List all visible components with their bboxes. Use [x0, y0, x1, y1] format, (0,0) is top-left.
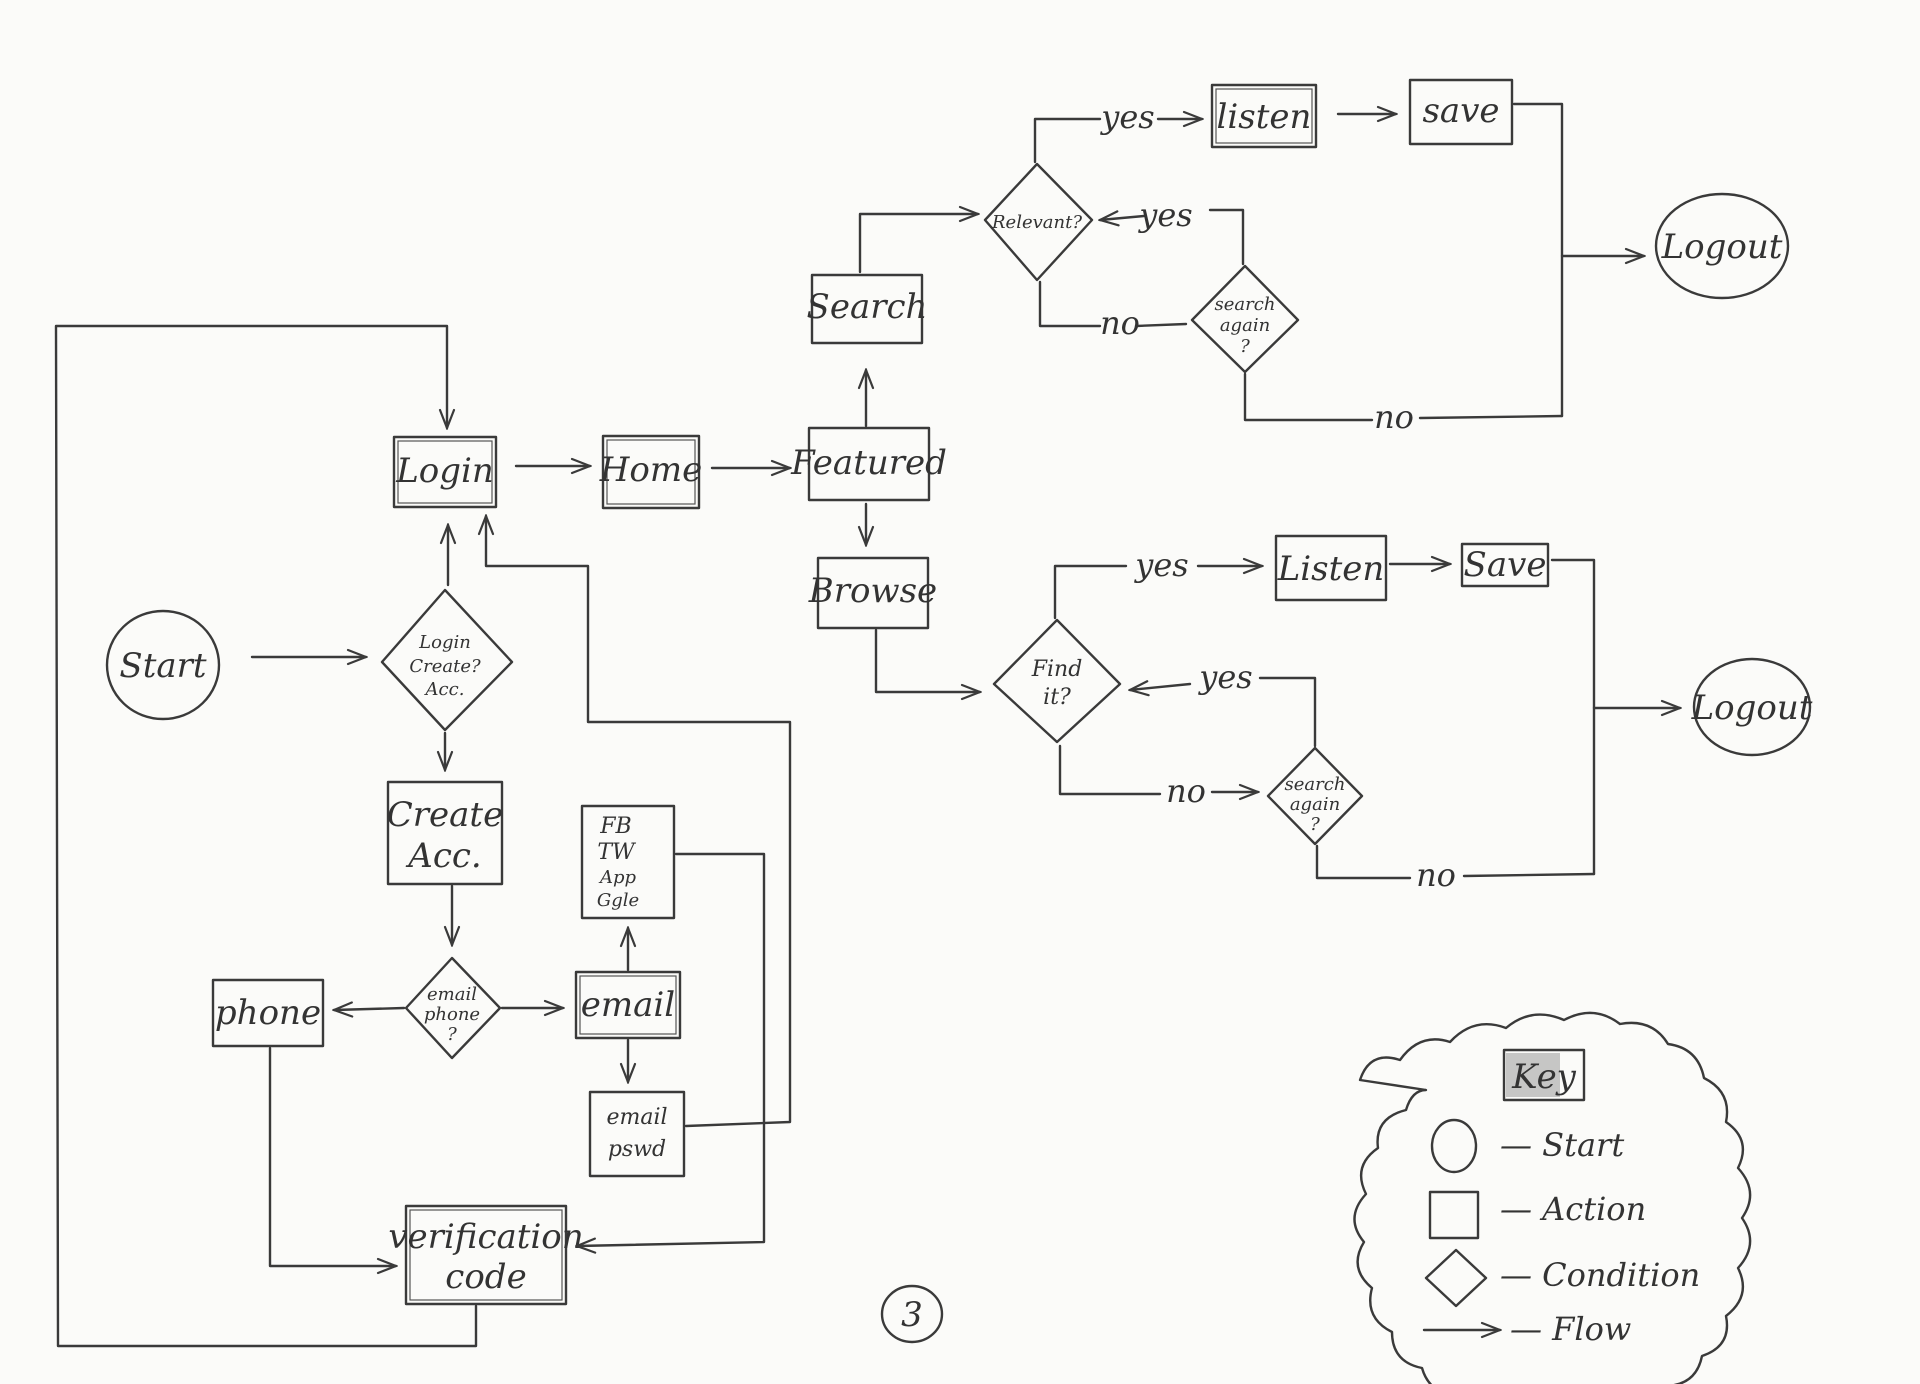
login-create-line2: Create? [409, 656, 481, 677]
logout-top-label: Logout [1661, 227, 1783, 267]
legend-circle-icon [1430, 1118, 1478, 1174]
label-no-bottom: no [1166, 772, 1206, 810]
login-node: Login [392, 435, 498, 509]
legend-condition-label: — Condition [1500, 1256, 1700, 1294]
label-no-top: no [1100, 304, 1140, 342]
create-acc-line1: Create [387, 795, 503, 835]
legend-diamond-icon [1424, 1248, 1488, 1308]
search-again-top-line1: search [1215, 294, 1276, 315]
legend-title: Key [1511, 1057, 1577, 1097]
phone-node: phone [211, 978, 325, 1048]
email-label: email [581, 985, 675, 1025]
legend-title-shade [1506, 1053, 1560, 1097]
social-fb: FB [599, 814, 631, 839]
search-again-top-line2: again [1220, 315, 1270, 336]
search-label: Search [807, 287, 928, 327]
create-acc-line2: Acc. [405, 836, 481, 876]
find-it-line2: it? [1043, 685, 1071, 710]
social-ggle: Ggle [597, 890, 639, 911]
flow-edges [54, 102, 1680, 1348]
listen-top-node: listen [1210, 83, 1318, 149]
social-login-node: FB TW App Ggle [580, 804, 676, 920]
verification-code-node: verification code [388, 1204, 584, 1306]
page-number-label: 3 [901, 1295, 923, 1335]
email-phone-line1: email [427, 984, 477, 1005]
home-label: Home [599, 450, 702, 490]
login-create-line1: Login [418, 632, 471, 653]
search-again-bottom-line2: again [1290, 794, 1340, 815]
email-node: email [574, 970, 682, 1040]
email-pswd-line1: email [606, 1105, 667, 1130]
phone-label: phone [215, 993, 321, 1033]
label-no-top-logout: no [1374, 398, 1414, 436]
legend-action-label: — Action [1500, 1190, 1646, 1228]
find-it-line1: Find [1031, 657, 1083, 682]
relevant-label: Relevant? [991, 212, 1082, 233]
search-again-top-line3: ? [1240, 336, 1250, 357]
legend-cloud-border [1353, 1011, 1752, 1384]
logout-top-node: Logout [1654, 192, 1790, 300]
email-phone-line3: ? [447, 1024, 457, 1045]
email-pswd-line2: pswd [608, 1137, 666, 1162]
legend-start-label: — Start [1500, 1126, 1624, 1164]
logout-bottom-label: Logout [1691, 688, 1813, 728]
login-create-decision: Login Create? Acc. [380, 588, 514, 732]
start-node: Start [105, 609, 221, 721]
label-yes-bottom-back: yes [1197, 658, 1252, 696]
browse-node: Browse [808, 556, 937, 630]
social-tw: TW [597, 840, 637, 865]
login-label: Login [395, 451, 494, 491]
label-no-bottom-logout: no [1416, 856, 1456, 894]
listen-bottom-node: Listen [1274, 534, 1388, 602]
search-node: Search [807, 273, 928, 345]
listen-bottom-label: Listen [1277, 549, 1385, 589]
legend-title-box [1502, 1048, 1586, 1102]
relevant-decision: Relevant? [983, 162, 1094, 282]
search-again-top-decision: search again ? [1190, 264, 1300, 374]
page-number: 3 [880, 1284, 944, 1344]
start-label: Start [119, 646, 206, 686]
legend-key: Key — Start — Action — Condition — Flow [1353, 1011, 1752, 1384]
email-password-node: email pswd [588, 1090, 686, 1178]
featured-node: Featured [790, 426, 947, 502]
listen-top-label: listen [1217, 97, 1312, 137]
edge-labels: yes yes no no yes yes no no [1099, 98, 1456, 894]
save-top-label: save [1422, 91, 1499, 131]
search-again-bottom-line3: ? [1310, 814, 1320, 835]
home-node: Home [599, 434, 702, 510]
search-again-bottom-decision: search again ? [1266, 746, 1364, 846]
logout-bottom-node: Logout [1691, 657, 1813, 757]
legend-flow-label: — Flow [1510, 1310, 1631, 1348]
verification-line1: verification [388, 1217, 583, 1257]
verification-line2: code [445, 1257, 526, 1297]
login-create-line3: Acc. [424, 679, 465, 700]
search-again-bottom-line1: search [1285, 774, 1346, 795]
label-yes-top-back: yes [1137, 196, 1192, 234]
featured-label: Featured [790, 443, 947, 483]
find-it-decision: Find it? [992, 618, 1122, 744]
label-yes-top: yes [1099, 98, 1154, 136]
email-phone-line2: phone [424, 1004, 480, 1025]
create-account-node: Create Acc. [387, 780, 503, 886]
label-yes-bottom: yes [1133, 546, 1188, 584]
save-top-node: save [1408, 78, 1514, 146]
save-bottom-label: Save [1464, 545, 1547, 585]
browse-label: Browse [808, 571, 937, 611]
social-app: App [598, 867, 637, 888]
email-phone-decision: email phone ? [404, 956, 502, 1060]
save-bottom-node: Save [1460, 542, 1550, 588]
legend-square-icon [1428, 1190, 1480, 1240]
